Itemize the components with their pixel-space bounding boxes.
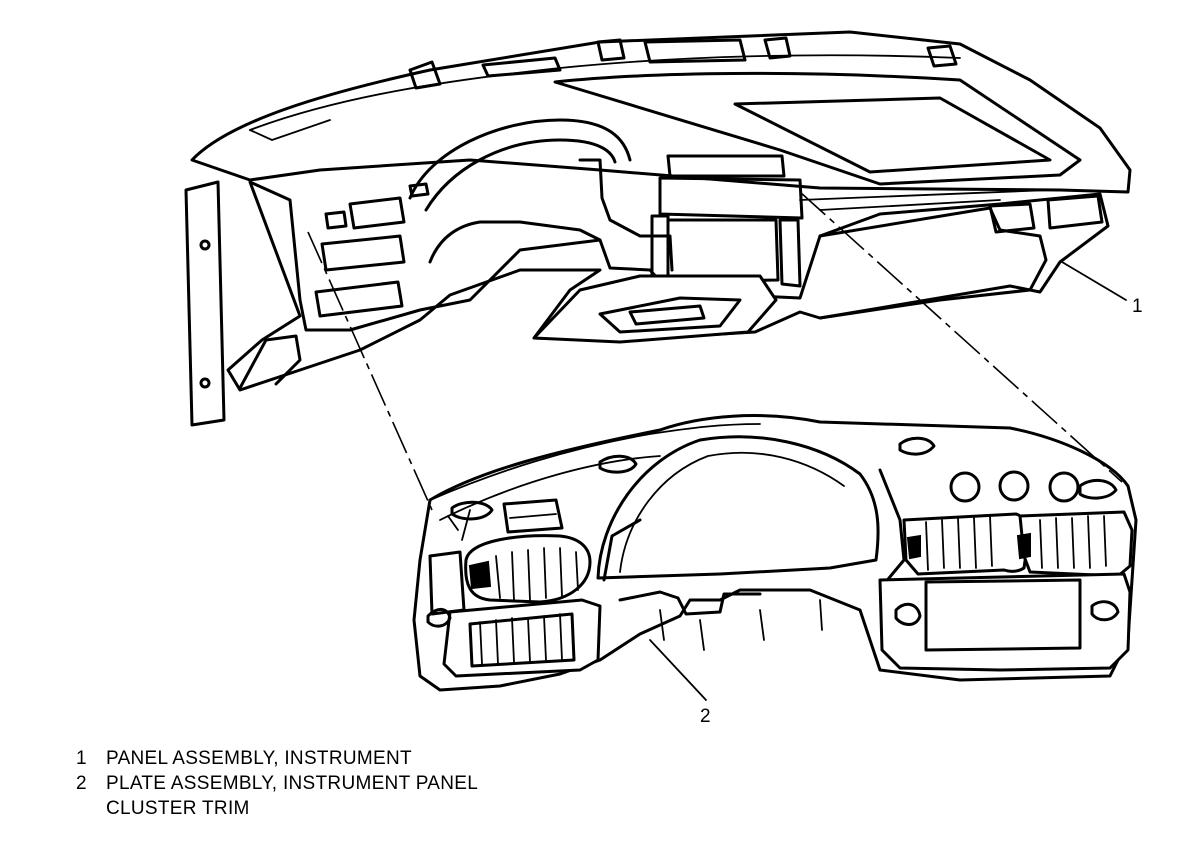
alignment-line-right	[799, 191, 1123, 483]
panel-assembly-instrument	[184, 30, 1132, 427]
panel-vent-left-upper	[348, 196, 406, 230]
callout-2-label: 2	[700, 706, 711, 727]
legend-item-number: 2	[76, 773, 87, 794]
trim-sensor-right	[898, 436, 936, 456]
legend-item-text: PANEL ASSEMBLY, INSTRUMENT	[106, 748, 412, 769]
trim-left-air-outlet	[464, 534, 592, 604]
defroster-slot-right	[643, 38, 747, 64]
trim-left-outlet-knob	[468, 560, 492, 590]
panel-vent-left-lower	[314, 280, 404, 318]
legend-item: 1 PANEL ASSEMBLY, INSTRUMENT	[76, 746, 478, 771]
dash-top-display-opening	[733, 96, 1052, 174]
legend-item-continuation: CLUSTER TRIM	[106, 798, 250, 819]
trim-left-clip	[426, 608, 452, 628]
trim-right-clip-right	[1090, 600, 1120, 622]
left-mounting-bracket	[184, 180, 226, 427]
trim-sensor-far-right	[1078, 479, 1118, 500]
panel-center-opening-upper	[666, 154, 786, 178]
alignment-line-left	[307, 231, 433, 511]
trim-gauge-opening	[596, 435, 880, 580]
trim-right-radio-opening	[878, 572, 1132, 672]
trim-round-hole-2	[998, 470, 1030, 502]
panel-center-radio-opening	[666, 218, 780, 284]
trim-right-outlet-knob-2	[1016, 532, 1031, 560]
bracket-hole-lower	[199, 377, 211, 389]
trim-right-air-outlet-2	[1018, 510, 1134, 578]
panel-left-knee-bolster	[238, 334, 302, 390]
trim-round-hole-1	[949, 471, 981, 503]
callouts: 1 2	[649, 261, 1143, 727]
dash-lower-face	[226, 180, 1110, 392]
parts-legend: 1 PANEL ASSEMBLY, INSTRUMENT 2 PLATE ASS…	[76, 746, 478, 821]
callout-1-label: 1	[1132, 296, 1143, 317]
legend-item-text: PLATE ASSEMBLY, INSTRUMENT PANEL	[106, 773, 479, 794]
dash-top-surface	[190, 30, 1132, 194]
trim-sensor-left	[450, 500, 494, 521]
plate-assembly-cluster-trim	[412, 414, 1138, 692]
legend-item: 2 PLATE ASSEMBLY, INSTRUMENT PANEL	[76, 771, 478, 796]
cluster-hood-arch	[408, 118, 632, 200]
trim-right-clip-left	[894, 602, 922, 626]
trim-sensor-top	[598, 454, 638, 474]
trim-right-air-outlet-1	[902, 512, 1030, 576]
leader-line-2	[649, 639, 707, 701]
dash-right-recess	[553, 71, 1082, 186]
trim-left-lower-outlet	[442, 598, 602, 678]
bracket-hole-upper	[199, 239, 211, 251]
panel-right-end-vent	[1046, 194, 1104, 230]
trim-round-hole-3	[1048, 471, 1080, 503]
alignment-lines	[307, 191, 1123, 511]
leader-line-1	[1061, 261, 1127, 301]
defroster-slot-center	[481, 56, 562, 78]
trim-right-outlet-knob-1	[906, 534, 921, 560]
panel-vent-left-mid	[320, 234, 406, 272]
legend-item-number: 1	[76, 748, 87, 769]
trim-center-notch	[618, 590, 762, 616]
